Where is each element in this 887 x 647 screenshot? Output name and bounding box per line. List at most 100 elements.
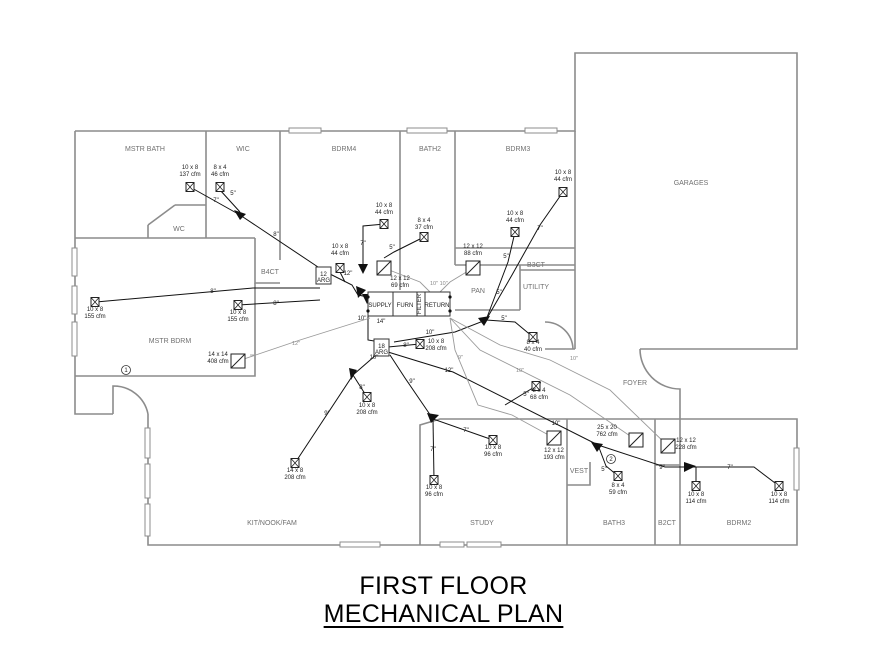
- register-size: 10 x 8: [359, 403, 376, 409]
- register-bath2-reg: 8 x 437 cfm: [415, 218, 433, 242]
- room-label-wc: WC: [173, 226, 185, 233]
- plan-title-line2: MECHANICAL PLAN: [0, 600, 887, 629]
- room-label-b3ct: B3CT: [527, 262, 546, 269]
- register-cfm: 88 cfm: [464, 251, 482, 257]
- register-size: 25 x 20: [597, 425, 617, 431]
- register-cfm: 114 cfm: [686, 499, 707, 505]
- walls: [74, 52, 798, 546]
- room-label-kit-nook-fam: KIT/NOOK/FAM: [247, 520, 297, 527]
- duct-size-label: 5": [230, 191, 235, 197]
- windows: [71, 127, 800, 548]
- register-size: 8 x 4: [526, 340, 540, 346]
- register-size: 10 x 8: [555, 170, 572, 176]
- register-cfm: 155 cfm: [227, 317, 248, 323]
- register-cfm: 46 cfm: [211, 172, 229, 178]
- duct-size-label: 12": [445, 368, 454, 374]
- register-size: 12 x 12: [544, 448, 564, 454]
- room-label-wic: WIC: [236, 146, 250, 153]
- duct-size-label: 8": [210, 289, 215, 295]
- arg-12-number: 12: [320, 272, 327, 278]
- register-cfm: 208 cfm: [284, 475, 305, 481]
- register-size: 12 x 12: [390, 276, 410, 282]
- duct-size-label: 9": [659, 465, 664, 471]
- register-cfm: 228 cfm: [675, 445, 696, 451]
- return-size-label: 10": [570, 356, 578, 362]
- filter-label: FILTER: [417, 293, 423, 314]
- register-cfm: 193 cfm: [543, 455, 564, 461]
- duct-size-label: 5": [503, 254, 508, 260]
- register-size: 10 x 8: [485, 445, 502, 451]
- room-label-b4ct: B4CT: [261, 269, 280, 276]
- return-ducts: [237, 267, 669, 447]
- room-label-foyer: FOYER: [623, 380, 647, 387]
- room-label-garages: GARAGES: [674, 180, 709, 187]
- register-bdrm3-reg-a: 10 x 844 cfm: [506, 211, 524, 237]
- register-size: 10 x 8: [87, 307, 104, 313]
- duct-size-label: 5": [523, 392, 528, 398]
- room-label-study: STUDY: [470, 520, 494, 527]
- register-size: 8 x 4: [611, 483, 625, 489]
- section-marker-number: 1: [124, 368, 128, 374]
- register-size: 10 x 8: [771, 492, 788, 498]
- section-markers: 12: [121, 365, 616, 464]
- register-bath3-reg: 8 x 459 cfm: [609, 471, 627, 496]
- duct-size-label: 8": [359, 385, 364, 391]
- register-bdrm3-reg-b: 10 x 844 cfm: [554, 170, 572, 197]
- register-study-reg-a: 10 x 896 cfm: [484, 435, 502, 458]
- register-cfm: 155 cfm: [84, 314, 105, 320]
- register-cfm: 40 cfm: [524, 347, 542, 353]
- register-hall-reg: 10 x 844 cfm: [331, 244, 349, 273]
- arg-18-number: 18: [378, 344, 385, 350]
- register-size: 10 x 8: [182, 165, 199, 171]
- register-study-reg-b: 10 x 896 cfm: [425, 475, 443, 498]
- duct-size-label: 10": [358, 316, 367, 322]
- register-size: 12 x 12: [676, 438, 696, 444]
- room-label-b2ct: B2CT: [658, 520, 677, 527]
- register-cfm: 96 cfm: [484, 452, 502, 458]
- duct-size-label: 7": [463, 428, 468, 434]
- register-utility-reg: 8 x 440 cfm: [524, 332, 542, 353]
- register-cfm: 114 cfm: [769, 499, 790, 505]
- register-size: 8 x 4: [417, 218, 431, 224]
- section-marker-1: 1: [121, 365, 131, 375]
- duct-size-label: 5": [601, 467, 606, 473]
- register-cfm: 44 cfm: [375, 210, 393, 216]
- room-label-pan: PAN: [471, 288, 485, 295]
- duct-size-label: 10": [370, 355, 379, 361]
- room-label-bath3: BATH3: [603, 520, 625, 527]
- register-size: 14 x 8: [287, 468, 304, 474]
- return-size-label: 10": [516, 368, 524, 374]
- room-label-mstr-bath: MSTR BATH: [125, 146, 165, 153]
- duct-size-label: 7": [213, 198, 218, 204]
- duct-size-label: 10": [552, 421, 561, 427]
- return-size-label: 9": [458, 355, 463, 361]
- plan-title-line2-text: MECHANICAL PLAN: [323, 600, 564, 628]
- duct-size-label: 7": [360, 241, 365, 247]
- duct-fittings: [234, 210, 696, 472]
- room-label-bath2: BATH2: [419, 146, 441, 153]
- duct-size-label: 5": [496, 290, 501, 296]
- register-bdrm4-reg: 10 x 844 cfm: [375, 203, 393, 229]
- duct-size-label: 7": [727, 465, 732, 471]
- register-size: 10 x 8: [507, 211, 524, 217]
- register-cfm: 69 cfm: [391, 283, 409, 289]
- register-cfm: 208 cfm: [356, 410, 377, 416]
- furnace-label: FURN: [397, 303, 414, 309]
- register-cfm: 68 cfm: [530, 395, 548, 401]
- register-cfm: 137 cfm: [179, 172, 200, 178]
- register-size: 10 x 8: [376, 203, 393, 209]
